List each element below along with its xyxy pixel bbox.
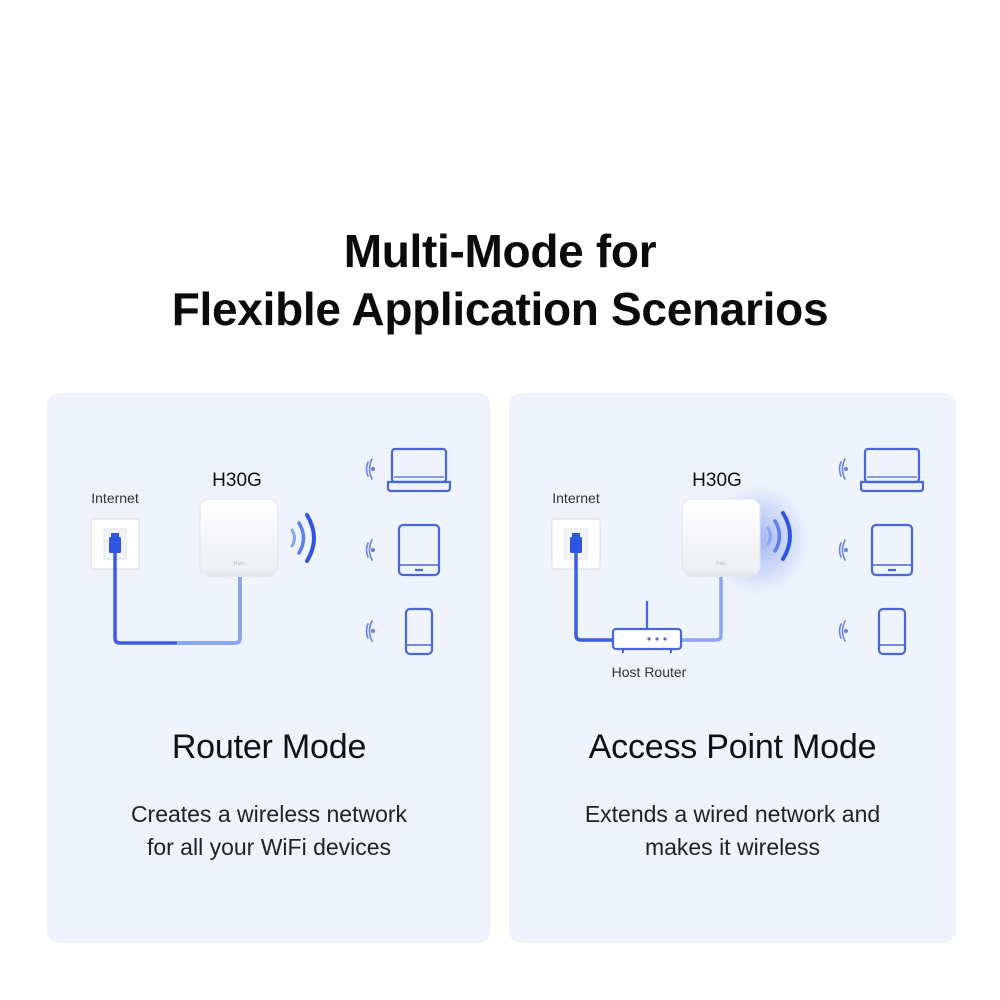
device-label: H30G <box>692 470 742 491</box>
mode-description: Extends a wired network and makes it wir… <box>509 798 956 864</box>
phone-icon <box>406 609 432 654</box>
description-line-2: for all your WiFi devices <box>47 831 491 864</box>
device-brand: Halo <box>234 561 245 567</box>
page-headline: Multi-Mode for Flexible Application Scen… <box>0 222 1000 338</box>
device-label: H30G <box>212 470 262 491</box>
host-router-label: Host Router <box>612 664 687 680</box>
laptop-icon <box>388 449 450 491</box>
router-mode-illustration: Internet H30G Halo <box>47 393 491 703</box>
host-router-icon <box>613 601 681 653</box>
mode-title: Router Mode <box>47 728 491 767</box>
access-point-mode-card: Internet Host Router H30G <box>509 393 956 943</box>
mode-description: Creates a wireless network for all your … <box>47 798 491 864</box>
tablet-icon <box>399 525 439 575</box>
headline-line-2: Flexible Application Scenarios <box>0 280 1000 338</box>
device-brand: Halo <box>716 561 727 567</box>
description-line-1: Extends a wired network and <box>509 798 956 831</box>
mode-title: Access Point Mode <box>509 728 956 767</box>
phone-icon <box>879 609 905 654</box>
internet-label: Internet <box>91 490 139 506</box>
tablet-icon <box>872 525 912 575</box>
access-point-mode-illustration: Internet Host Router H30G <box>509 393 956 703</box>
description-line-2: makes it wireless <box>509 831 956 864</box>
headline-line-1: Multi-Mode for <box>0 222 1000 280</box>
h30g-device: Halo <box>682 499 760 577</box>
internet-label: Internet <box>552 490 600 506</box>
wifi-signal-icon <box>292 515 314 561</box>
laptop-icon <box>861 449 923 491</box>
small-wifi-icons <box>367 459 375 641</box>
router-mode-card: Internet H30G Halo <box>47 393 491 943</box>
description-line-1: Creates a wireless network <box>47 798 491 831</box>
small-wifi-icons <box>840 459 848 641</box>
h30g-device: Halo <box>200 499 278 577</box>
